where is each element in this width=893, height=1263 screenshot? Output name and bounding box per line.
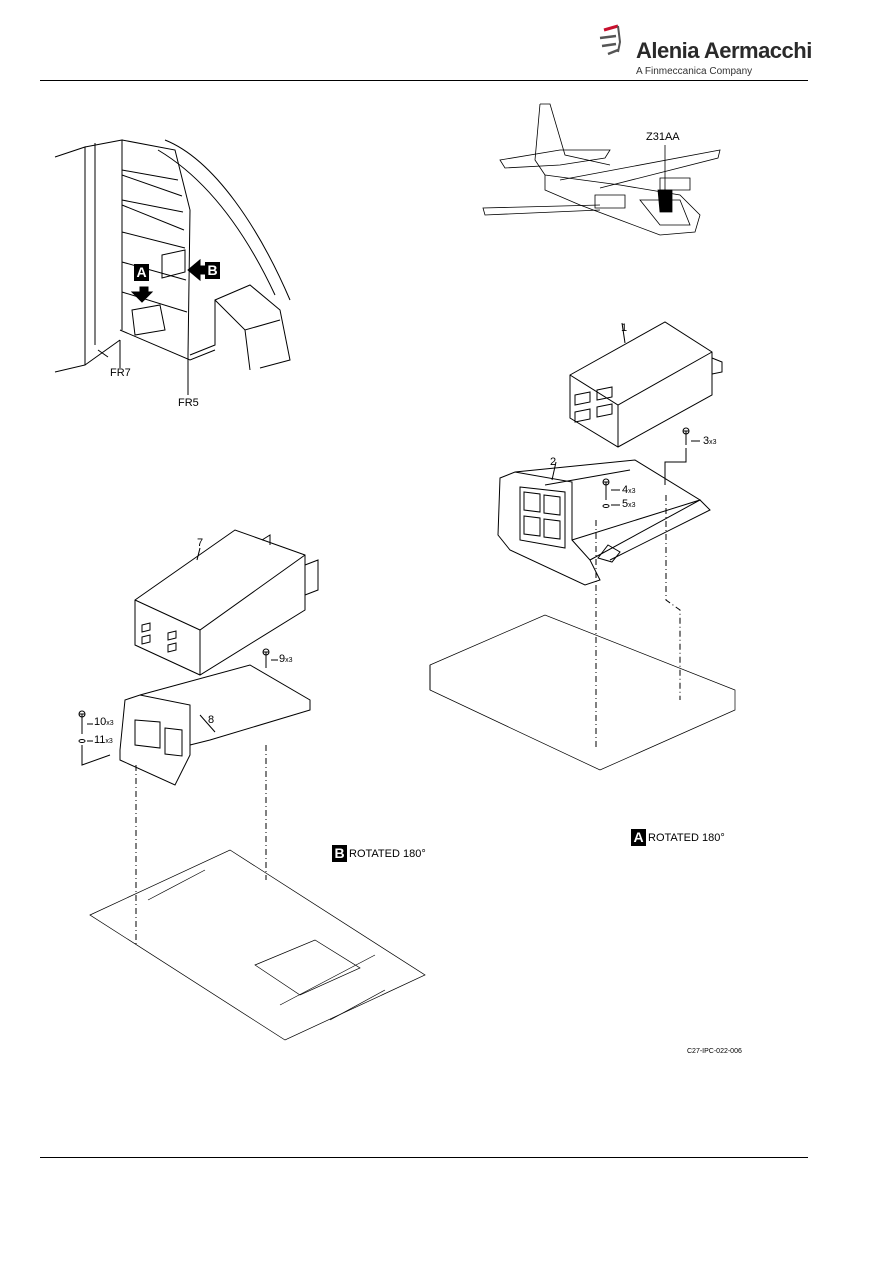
figure-id: C27-IPC-022-006	[687, 1048, 742, 1055]
callout-b: B	[205, 262, 222, 279]
aircraft-view	[482, 103, 721, 236]
zone-label: Z31AA	[646, 131, 680, 143]
item-11-label: 11x3	[94, 734, 113, 746]
item-7-label: 7	[197, 537, 204, 549]
company-subtitle: A Finmeccanica Company	[636, 66, 753, 77]
view-a-exploded	[429, 321, 736, 771]
logo-mark-icon	[599, 24, 622, 56]
footer-rule	[40, 1157, 808, 1158]
item-10-label: 10x3	[94, 716, 114, 728]
frame-7-label: FR7	[110, 367, 131, 379]
header-rule	[40, 80, 808, 81]
item-2-label: 2	[550, 456, 557, 468]
view-b-exploded	[78, 529, 426, 1041]
frame-5-label: FR5	[178, 397, 199, 409]
item-5-label: 5x3	[622, 498, 636, 510]
company-name: Alenia Aermacchi	[636, 38, 812, 63]
item-8-label: 8	[208, 714, 215, 726]
cockpit-location-view	[54, 139, 291, 395]
item-9-label: 9x3	[279, 653, 293, 665]
callout-a: A	[134, 264, 151, 281]
item-1-label: 1	[621, 322, 628, 334]
company-logo: Alenia Aermacchi A Finmeccanica Company	[596, 22, 812, 82]
item-4-label: 4x3	[622, 484, 636, 496]
item-3-label: 3x3	[703, 435, 717, 447]
